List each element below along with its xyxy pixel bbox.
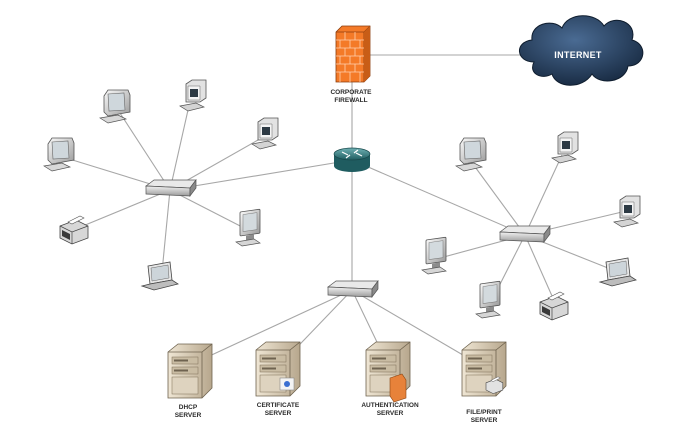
desktop-tower-icon	[179, 79, 207, 112]
left-switch	[145, 179, 197, 197]
firewall-icon	[335, 25, 371, 83]
desktop-monitor-icon	[99, 89, 131, 124]
internet-label: INTERNET	[554, 50, 602, 60]
certificate-label-line2: SERVER	[265, 410, 292, 417]
file-print-label-line1: FILE/PRINT	[466, 409, 501, 416]
dhcp-label-line2: SERVER	[175, 412, 202, 419]
printer-icon	[485, 376, 504, 394]
file-print-label-line2: SERVER	[471, 417, 498, 424]
lcd-monitor-icon	[235, 208, 261, 247]
right-switch	[499, 225, 551, 243]
desktop-tower-icon	[613, 195, 641, 228]
printer-icon	[539, 291, 569, 321]
router-icon	[333, 147, 371, 172]
firewall-label-line2: FIREWALL	[334, 97, 367, 104]
desktop-tower-icon	[251, 117, 279, 150]
file-print-server: FILE/PRINT SERVER	[461, 341, 507, 424]
dhcp-server: DHCP SERVER	[167, 343, 213, 419]
laptop-icon	[141, 261, 179, 291]
firewall-label-line1: CORPORATE	[330, 89, 372, 96]
desktop-tower-icon	[551, 131, 579, 164]
certificate-label-line1: CERTIFICATE	[257, 402, 300, 409]
printer-icon	[59, 215, 89, 245]
badge-icon	[389, 373, 407, 403]
lcd-monitor-icon	[421, 236, 447, 275]
corporate-firewall: CORPORATE FIREWALL	[330, 25, 372, 104]
lcd-monitor-icon	[475, 280, 501, 319]
server-switch	[327, 280, 379, 298]
authentication-label-line1: AUTHENTICATION	[361, 402, 419, 409]
authentication-label-line2: SERVER	[377, 410, 404, 417]
core-router	[333, 147, 371, 172]
authentication-server: AUTHENTICATION SERVER	[361, 341, 419, 417]
laptop-icon	[599, 257, 637, 287]
desktop-monitor-icon	[43, 137, 75, 172]
desktop-monitor-icon	[455, 137, 487, 172]
internet-cloud: INTERNET	[519, 15, 644, 86]
cloud-icon	[519, 15, 644, 86]
certificate-badge-icon	[279, 377, 295, 391]
dhcp-label-line1: DHCP	[179, 404, 198, 411]
certificate-server: CERTIFICATE SERVER	[255, 341, 301, 417]
server-icon	[167, 343, 213, 399]
